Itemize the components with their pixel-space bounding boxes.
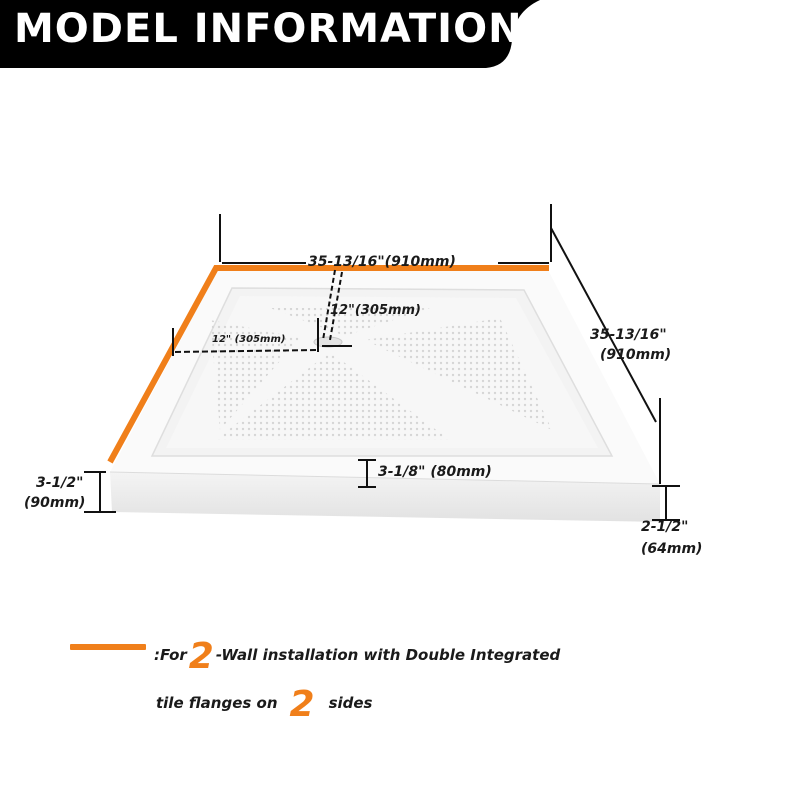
legend-walls-number: 2 <box>188 636 214 677</box>
legend-sides-number: 2 <box>289 684 315 725</box>
legend-orange-line <box>70 644 146 650</box>
page-title: MODEL INFORMATION <box>14 6 523 52</box>
label-left-height-1: 3-1/2" <box>36 475 84 491</box>
legend-line2-end: sides <box>328 694 373 712</box>
anti-slip-front <box>215 352 450 440</box>
tile-flange-highlight <box>107 265 549 464</box>
label-drain-side: 12" (305mm) <box>212 334 286 345</box>
label-right-height-2: (64mm) <box>641 541 703 557</box>
base-front-face <box>110 472 660 522</box>
header-banner <box>0 0 540 68</box>
label-right-height-1: 2-1/2" <box>641 519 689 535</box>
label-width-top: 35-13/16"(910mm) <box>308 254 456 270</box>
anti-slip-left <box>210 320 300 430</box>
label-drain-depth: 12"(305mm) <box>330 303 421 318</box>
label-depth-right-2: (910mm) <box>600 347 672 363</box>
legend-line2-start: tile flanges on <box>156 694 278 712</box>
anti-slip-right <box>365 318 552 430</box>
label-left-height-2: (90mm) <box>24 495 86 511</box>
legend-line-2: tile flanges on 2 sides <box>156 684 373 725</box>
label-inner-depth: 3-1/8" (80mm) <box>378 464 492 480</box>
legend-prefix: :For <box>154 646 187 664</box>
legend-line-1: :For2-Wall installation with Double Inte… <box>154 636 560 677</box>
label-depth-right-1: 35-13/16" <box>590 327 667 343</box>
anti-slip-back <box>270 308 430 336</box>
legend-line1-rest: -Wall installation with Double Integrate… <box>215 646 561 664</box>
